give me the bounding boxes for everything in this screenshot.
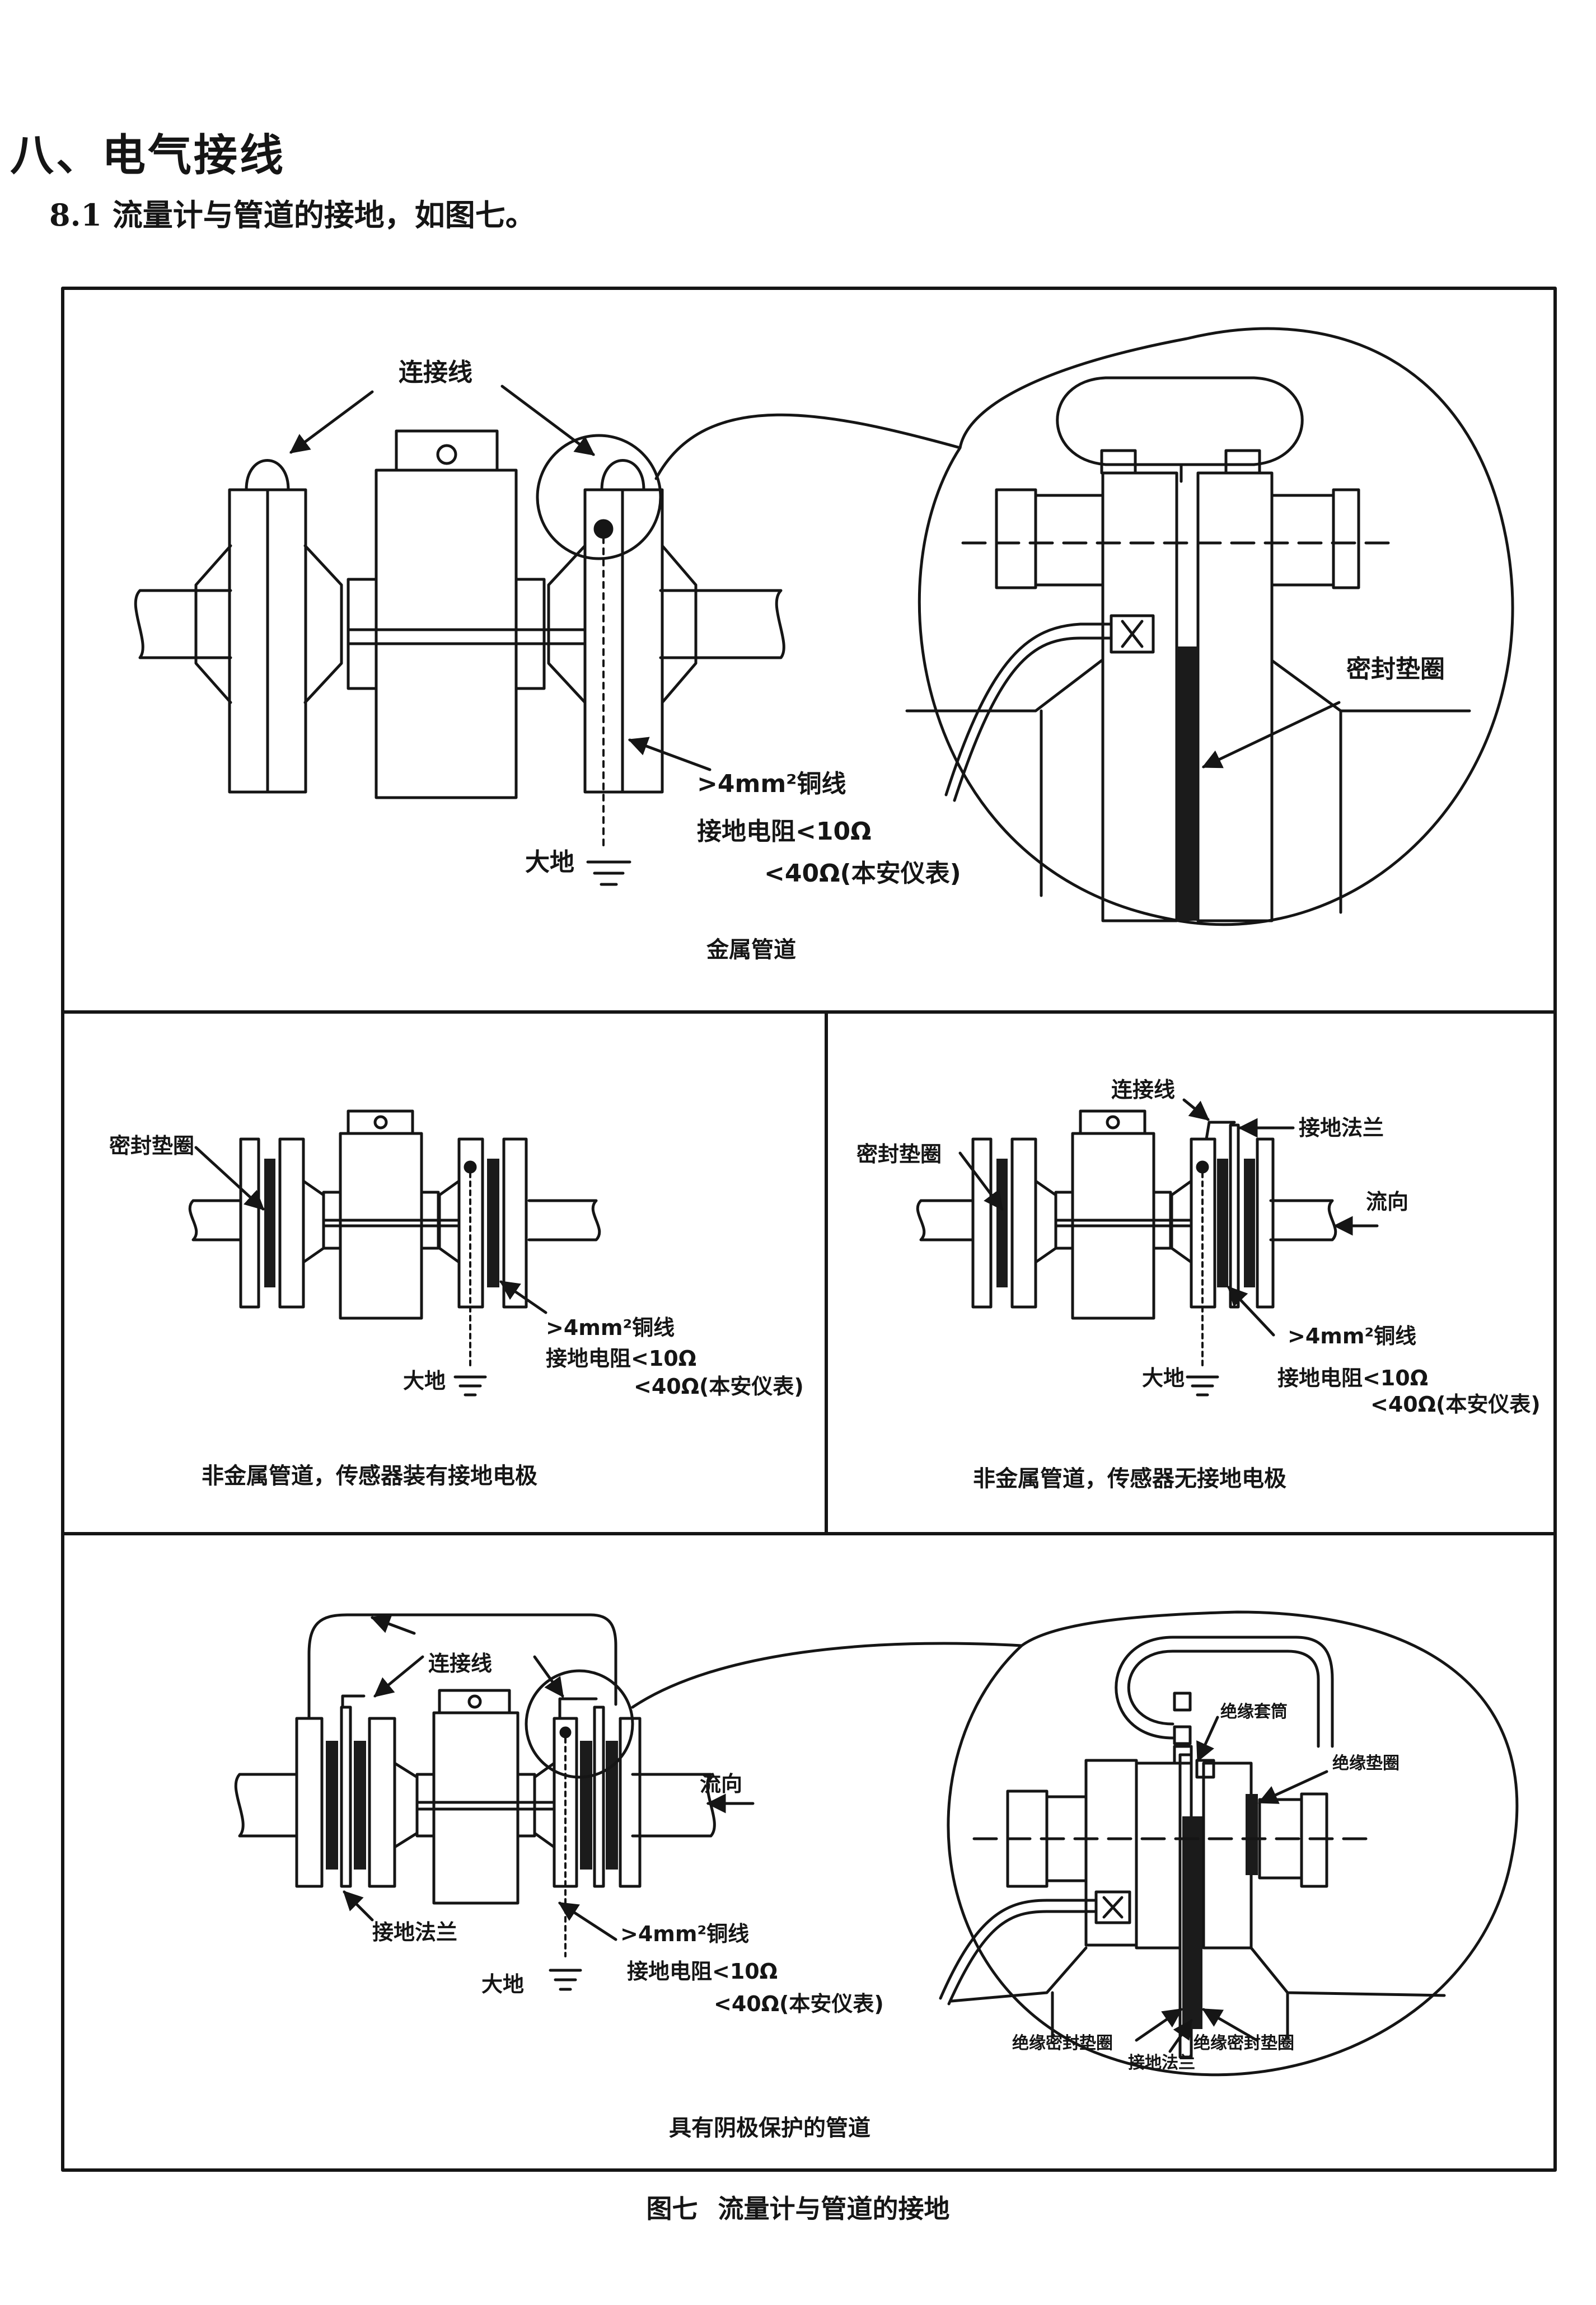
label-seal-gasket: 密封垫圈 [856, 1142, 942, 1166]
label-insulating-washer: 绝缘垫圈 [1332, 1754, 1400, 1773]
label-copper-wire: >4mm²铜线 [620, 1922, 749, 1946]
label-copper-wire: >4mm²铜线 [697, 770, 846, 798]
label-ground-resistance: 接地电阻<10Ω [546, 1346, 696, 1371]
label-intrinsic-safe: <40Ω(本安仪表) [764, 859, 961, 888]
pipe-left [134, 589, 232, 659]
label-copper-wire: >4mm²铜线 [546, 1315, 675, 1340]
panel-metal-pipe: 连接线 >4mm²铜线 接地电阻<10Ω <40Ω(本安仪表) 大地 密封垫圈 … [134, 327, 1514, 963]
panel-nonmetal-without-electrode: 连接线 接地法兰 密封垫圈 流向 >4mm²铜线 接地电阻<10Ω <40Ω(本… [856, 1077, 1541, 1492]
ground-symbol [586, 860, 631, 886]
label-earth: 大地 [525, 848, 574, 877]
label-earth: 大地 [481, 1972, 524, 1997]
figure-title: 流量计与管道的接地 [718, 2194, 950, 2224]
figure-frame [61, 287, 1557, 2172]
label-intrinsic-safe: <40Ω(本安仪表) [714, 1992, 884, 2016]
label-flow-direction: 流向 [1366, 1189, 1408, 1214]
detail-metal-flange [905, 376, 1471, 922]
label-flow-direction: 流向 [700, 1772, 742, 1796]
label-connect-wire: 连接线 [1111, 1077, 1175, 1102]
gasket-strip [1177, 646, 1198, 921]
section-heading: 八、电气接线 [10, 130, 286, 181]
caption-cathodic-protection: 具有阴极保护的管道 [669, 2115, 870, 2141]
caption-metal-pipe: 金属管道 [706, 937, 796, 963]
label-intrinsic-safe: <40Ω(本安仪表) [634, 1374, 804, 1399]
label-ground-resistance: 接地电阻<10Ω [627, 1959, 778, 1984]
caption-nonmetal-without-electrode: 非金属管道，传感器无接地电极 [973, 1466, 1286, 1492]
panel-nonmetal-with-electrode: 密封垫圈 >4mm²铜线 接地电阻<10Ω <40Ω(本安仪表) 大地 非金属管… [109, 1109, 804, 1489]
label-insulating-sleeve: 绝缘套筒 [1220, 1702, 1288, 1722]
label-ground-flange-detail: 接地法兰 [1128, 2053, 1195, 2073]
label-insulating-seal-gasket-left: 绝缘密封垫圈 [1012, 2034, 1113, 2053]
figure-caption: 图七流量计与管道的接地 [0, 2189, 1596, 2226]
label-insulating-seal-gasket-right: 绝缘密封垫圈 [1194, 2034, 1294, 2053]
sensor-body [375, 469, 518, 799]
caption-nonmetal-with-electrode: 非金属管道，传感器装有接地电极 [202, 1463, 537, 1489]
label-seal-gasket: 密封垫圈 [1346, 655, 1445, 683]
label-connect-wire: 连接线 [399, 358, 472, 387]
label-ground-flange: 接地法兰 [372, 1920, 457, 1945]
pipe-right [659, 589, 785, 659]
label-ground-resistance: 接地电阻<10Ω [697, 817, 872, 846]
figure-number: 图七 [646, 2194, 698, 2224]
label-earth: 大地 [403, 1369, 446, 1393]
label-connect-wire: 连接线 [428, 1651, 492, 1676]
label-copper-wire: >4mm²铜线 [1288, 1324, 1416, 1348]
label-seal-gasket: 密封垫圈 [109, 1133, 194, 1158]
label-ground-flange: 接地法兰 [1299, 1116, 1384, 1140]
detail-cathodic-flange [939, 1636, 1446, 2059]
label-earth: 大地 [1142, 1366, 1185, 1390]
panel-cathodic-protection: 连接线 流向 接地法兰 >4mm²铜线 接地电阻<10Ω <40Ω(本安仪表) … [234, 1610, 1519, 2141]
label-intrinsic-safe: <40Ω(本安仪表) [1370, 1392, 1541, 1417]
label-ground-resistance: 接地电阻<10Ω [1277, 1366, 1428, 1390]
section-subheading: 8.1 流量计与管道的接地，如图七。 [49, 197, 536, 233]
